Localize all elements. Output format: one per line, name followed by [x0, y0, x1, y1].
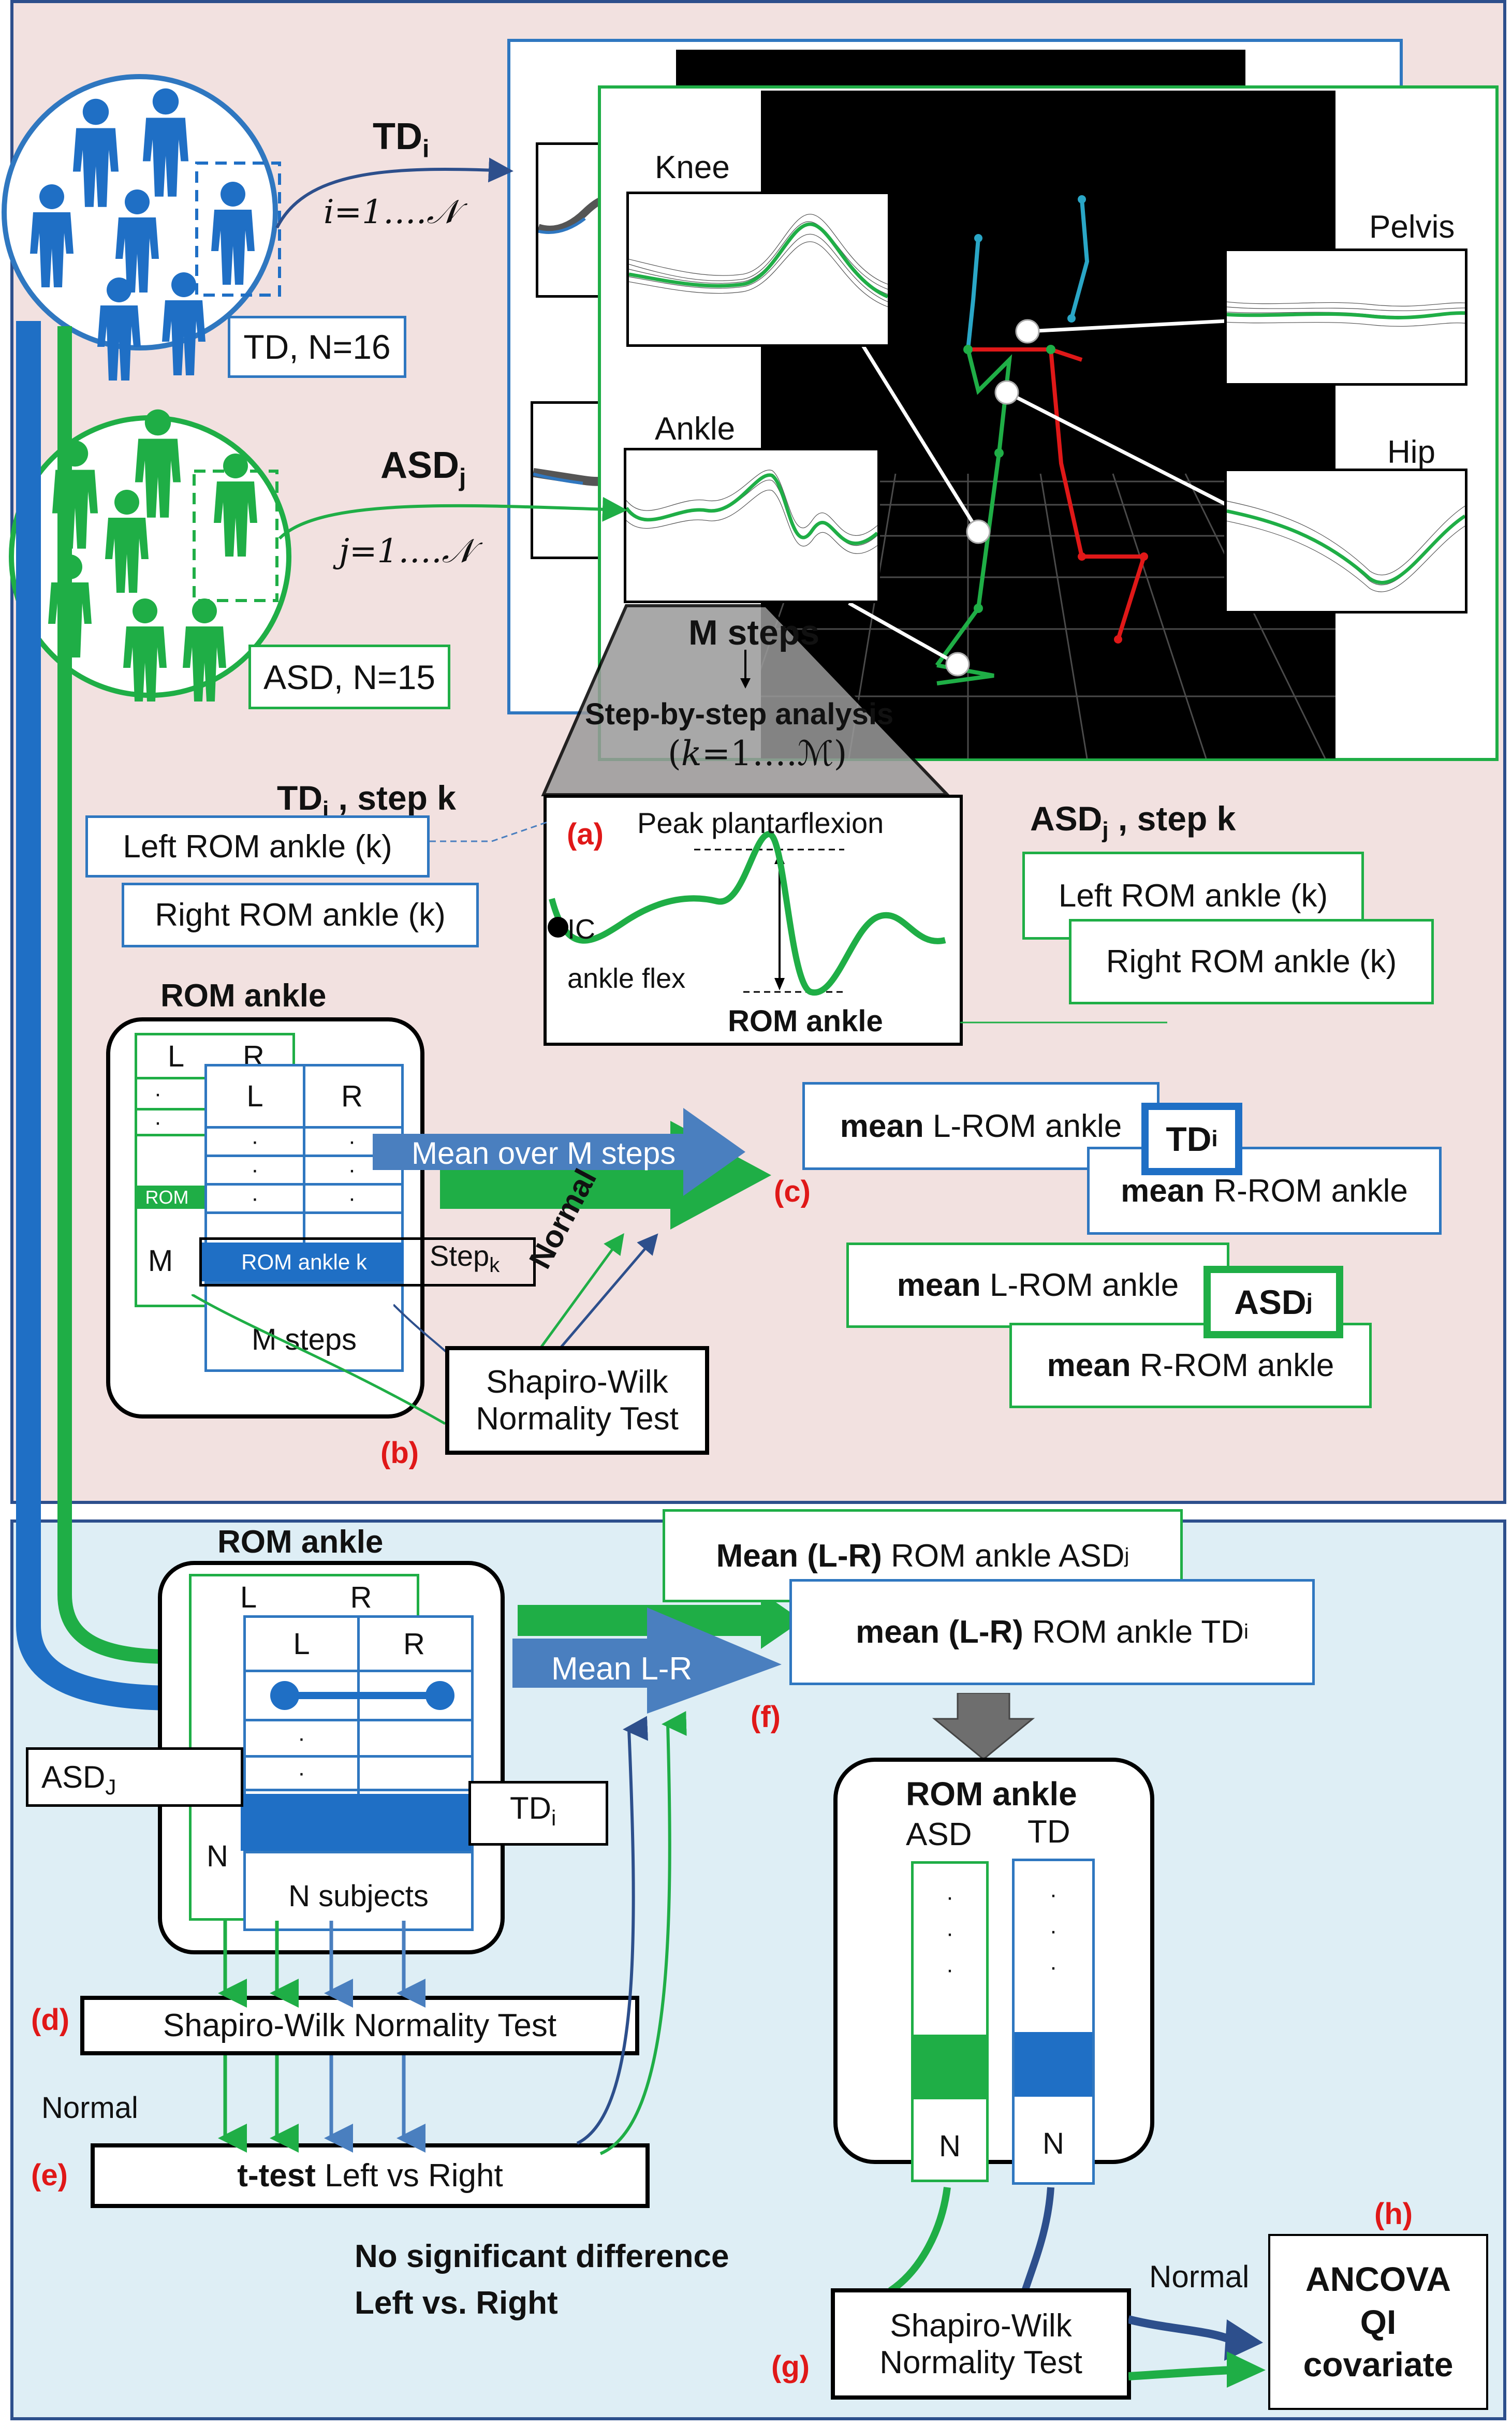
group-compare-title: ROM ankle [906, 1775, 1077, 1813]
peak-plantarflexion-label: Peak plantarflexion [637, 807, 884, 839]
ankle-curve [548, 830, 946, 996]
label-d: (d) [31, 2003, 70, 2037]
ttest-feedback-arrows [576, 1711, 687, 2155]
step-index-range: (𝑘=1….ℳ) [668, 734, 847, 773]
group-compare-frame [833, 1758, 1154, 2164]
ankle-plot [624, 448, 880, 603]
mean-lr-arrow [512, 1592, 802, 1714]
step-k-label: Stepk [430, 1239, 500, 1277]
ankle-curve-box: Peak plantarflexion IC ankle flex ROM an… [544, 795, 963, 1046]
step-analysis-title: Step-by-step analysis [585, 697, 894, 731]
rom-ankle-curve-label: ROM ankle [728, 1004, 883, 1038]
td-step-dashed-connector [430, 821, 549, 842]
rom-table-bottom-title: ROM ankle [217, 1524, 384, 1560]
crowd-layer [2, 74, 291, 702]
knee-label: Knee [655, 150, 730, 185]
ankle-label: Ankle [655, 411, 736, 447]
td-step-k-row [202, 1243, 404, 1281]
asd-selected-dashed-box [193, 470, 278, 602]
shapiro-green-curve [192, 1294, 446, 1425]
pelvis-plot [1224, 249, 1467, 386]
asd-subject-row-outline [26, 1747, 243, 1807]
td-subject-label: TDi [510, 1791, 556, 1830]
td-group-label: TDi [373, 116, 430, 163]
knee-plot [626, 192, 890, 347]
asd-step-title: ASDj , step k [1030, 799, 1236, 843]
td-index-range: i=1….𝒩 [324, 193, 459, 231]
asd-group-column: · · · N [911, 1861, 989, 2182]
table-to-tests-arrows [218, 1921, 425, 2153]
asd-right-rom-step: Right ROM ankle (k) [1069, 919, 1434, 1004]
td-count-box: TD, N=16 [228, 316, 406, 378]
label-h: (h) [1374, 2197, 1413, 2231]
td-subject-table: L R · · N subjects [241, 1615, 474, 1931]
td-mean-right-rom: mean R-ROM ankle [1087, 1147, 1442, 1235]
hip-label: Hip [1387, 434, 1436, 470]
label-a: (a) [567, 817, 604, 851]
td-right-rom-step: Right ROM ankle (k) [122, 883, 479, 947]
asd-group-label: ASDj [380, 445, 466, 492]
rom-pointer-line [960, 1021, 1167, 1024]
ankle-flex-label: ankle flex [567, 963, 686, 994]
normal-bottom-label: Normal [41, 2091, 138, 2125]
asd-count-box: ASD, N=15 [248, 645, 450, 709]
step-k-outline [199, 1237, 536, 1287]
hip-plot [1224, 469, 1467, 613]
td-group-column: · · · N [1012, 1859, 1095, 2185]
group-compare-asd-label: ASD [906, 1817, 972, 1852]
grey-down-arrow-icon [932, 1693, 1035, 1760]
td-step-table: L R · · · · · · ROM ankle k M steps [202, 1064, 404, 1372]
asd-mean-left-rom: mean L-ROM ankle [846, 1243, 1229, 1328]
rom-table-top-title: ROM ankle [160, 978, 327, 1014]
td-subject-highlight [241, 1794, 471, 1851]
label-e: (e) [31, 2158, 68, 2192]
td-group-highlight [1015, 2032, 1092, 2097]
no-significant-line2: Left vs. Right [355, 2285, 558, 2321]
td-selected-dashed-box [195, 162, 281, 297]
no-significant-line1: No significant difference [355, 2239, 729, 2274]
pelvis-label: Pelvis [1369, 209, 1455, 245]
mean-over-steps-label: Mean over M steps [412, 1136, 676, 1171]
label-c: (c) [774, 1175, 811, 1208]
m-steps-title: M steps [688, 613, 820, 652]
shapiro-test-bottom: Shapiro-Wilk Normality Test [80, 1996, 639, 2055]
down-arrow-icon [740, 650, 751, 689]
group-to-shapiro-lines [888, 2187, 1054, 2294]
td-left-rom-step: Left ROM ankle (k) [85, 815, 430, 878]
asd-group-highlight [914, 2035, 986, 2099]
ic-label: IC [567, 914, 595, 945]
shapiro-to-ancova-arrows [1128, 2315, 1266, 2388]
paired-lr-marker [270, 1681, 454, 1710]
asd-index-range: j=1….𝒩 [339, 532, 474, 571]
group-compare-td-label: TD [1027, 1814, 1070, 1850]
td-subject-row-outline [468, 1781, 608, 1846]
asd-subject-label: ASDJ [41, 1760, 116, 1799]
label-g: (g) [771, 2350, 810, 2384]
label-f: (f) [751, 1700, 781, 1734]
mean-over-steps-arrow [373, 1108, 771, 1230]
label-b: (b) [380, 1436, 419, 1470]
mean-lr-label: Mean L-R [551, 1651, 693, 1687]
ttest-box: t-test Left vs Right [91, 2143, 650, 2208]
normal-final-label: Normal [1149, 2259, 1250, 2294]
